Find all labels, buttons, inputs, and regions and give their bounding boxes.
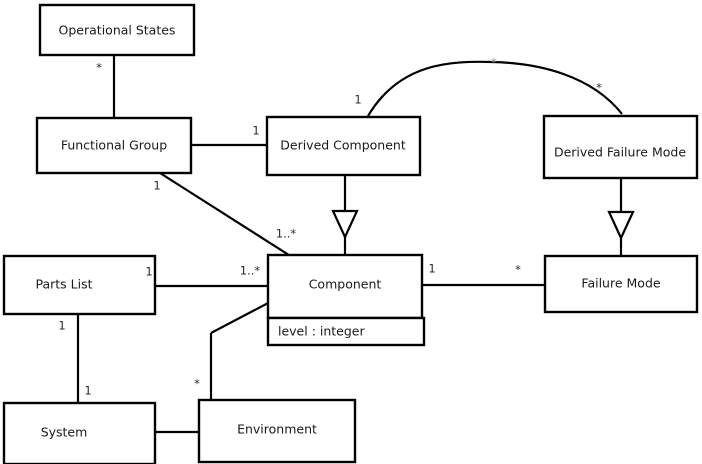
class-box-derived-component[interactable]: Derived Component	[265, 115, 422, 177]
multiplicity-partslist-system-bottom-one: 1	[84, 384, 91, 398]
class-attribute-component-level: level : integer	[278, 324, 365, 339]
multiplicity-environment-star: *	[194, 377, 200, 391]
multiplicity-component-one: 1	[428, 262, 435, 276]
class-name-failure-mode: Failure Mode	[581, 276, 660, 291]
multiplicity-curve-right-star: *	[596, 81, 602, 95]
generalization-arrow-derivedcomponent	[331, 209, 359, 240]
multiplicity-curve-apex-star: *	[491, 56, 497, 70]
multiplicity-functionalgroup-derivedcomponent-one: 1	[252, 124, 259, 138]
class-rect-derived-component	[265, 115, 422, 177]
class-box-operational-states[interactable]: Operational States	[38, 3, 196, 57]
class-rect-failure-mode	[543, 254, 699, 314]
class-box-derived-failure-mode[interactable]: Derived Failure Mode	[542, 114, 699, 180]
association-line-functionalgroup-component	[159, 172, 293, 258]
class-rect-derived-failure-mode	[542, 114, 699, 180]
class-name-component: Component	[309, 277, 382, 292]
class-box-component[interactable]: Component level : integer	[266, 253, 426, 347]
class-name-derived-failure-mode: Derived Failure Mode	[554, 145, 686, 160]
class-name-environment: Environment	[237, 422, 317, 437]
class-box-functional-group[interactable]: Functional Group	[35, 116, 193, 175]
class-rect-functional-group	[35, 116, 193, 175]
multiplicity-partslist-one: 1	[145, 265, 152, 279]
class-box-environment[interactable]: Environment	[197, 398, 357, 464]
class-name-functional-group: Functional Group	[61, 138, 167, 153]
class-rect-component	[266, 253, 424, 320]
association-line-environment-component-diagonal	[210, 300, 273, 334]
class-attributes-compartment-component	[266, 316, 426, 347]
multiplicity-failuremode-star: *	[515, 263, 521, 277]
multiplicity-partslist-system-top-one: 1	[58, 319, 65, 333]
class-box-parts-list[interactable]: Parts List	[2, 254, 157, 316]
multiplicity-partslist-component-onestar: 1..*	[240, 264, 261, 278]
class-name-parts-list: Parts List	[35, 277, 92, 292]
multiplicity-functionalgroup-diagonal-one: 1	[153, 179, 160, 193]
class-box-failure-mode[interactable]: Failure Mode	[543, 254, 699, 314]
association-curve-derivedcomponent-derivedfailuremode	[367, 60, 623, 117]
multiplicity-curve-left-one: 1	[354, 93, 361, 107]
class-name-system: System	[41, 425, 88, 440]
multiplicity-opstates-star: *	[96, 61, 102, 75]
class-rect-operational-states	[38, 3, 196, 57]
class-rect-parts-list	[2, 254, 157, 316]
class-name-derived-component: Derived Component	[280, 138, 406, 153]
class-box-system[interactable]: System	[2, 401, 157, 464]
class-rect-environment	[197, 398, 357, 464]
class-name-operational-states: Operational States	[59, 23, 176, 38]
generalization-arrow-derivedfailuremode	[607, 210, 635, 241]
class-rect-system	[2, 401, 157, 464]
multiplicity-functionalgroup-component-onestar: 1..*	[276, 227, 297, 241]
